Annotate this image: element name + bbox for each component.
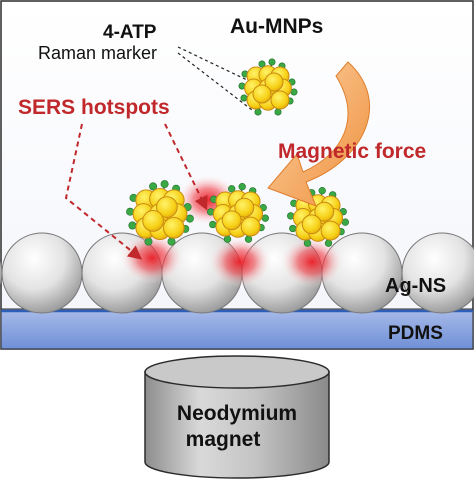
marker-dot: [289, 224, 297, 233]
marker-dot: [209, 220, 217, 229]
marker-dot: [238, 183, 246, 191]
magnetic-force-label: Magnetic force: [278, 140, 426, 163]
neodymium-magnet: Neodymium magnet: [144, 355, 330, 479]
nanospheres-label: Ag-NS: [385, 275, 446, 297]
au-mnp-cluster: [207, 183, 269, 243]
marker-dot: [240, 94, 248, 102]
ag-nanosphere: [401, 232, 474, 314]
au-particle: [240, 216, 261, 237]
magnet-label-line1: Neodymium: [177, 402, 297, 425]
marker-dot: [144, 237, 153, 246]
au-mnp-clusters: [126, 58, 349, 247]
hotspots-label: SERS hotspots: [18, 96, 170, 119]
marker-dot: [185, 214, 194, 223]
marker-caption-label: Raman marker: [38, 43, 157, 63]
au-particle: [314, 201, 335, 222]
au-particle: [264, 72, 284, 92]
marker-dot: [274, 108, 282, 116]
au-particle: [142, 210, 164, 232]
marker-dot: [167, 237, 176, 246]
marker-dot: [160, 180, 169, 189]
au-particle: [301, 214, 322, 235]
marker-dot: [324, 239, 333, 247]
marker-dot: [223, 235, 232, 243]
au-particle: [156, 196, 178, 218]
marker-dot: [290, 88, 298, 96]
marker-dot: [303, 239, 312, 247]
marker-name-label: 4-ATP: [103, 22, 157, 43]
marker-dot: [254, 108, 262, 116]
hotspot-glow: [120, 232, 184, 284]
raman-marker-leader-1: [177, 46, 248, 81]
magnet-label-line2: magnet: [186, 428, 261, 451]
pdms-layer: [0, 308, 474, 350]
marker-dot: [128, 221, 137, 230]
hotspot-glow: [208, 236, 272, 288]
hotspot-arrow-right: [164, 123, 208, 211]
au-particle: [221, 210, 242, 231]
hotspot-arrow-left: [64, 123, 143, 260]
hotspot-glow: [280, 236, 344, 288]
au-particle: [234, 197, 255, 218]
marker-dot: [258, 60, 266, 68]
marker-dot: [244, 235, 253, 243]
magnetic-force-arrow: [267, 61, 371, 207]
au-particle: [320, 220, 341, 241]
au-particle: [252, 84, 272, 104]
ag-nanosphere: [1, 232, 83, 314]
nanoparticles-label: Au-MNPs: [230, 15, 323, 38]
marker-dot: [149, 182, 158, 191]
marker-dot: [268, 58, 276, 66]
au-mnp-cluster: [238, 58, 298, 116]
au-mnp-cluster: [126, 180, 194, 246]
au-particle: [270, 90, 290, 110]
marker-dot: [341, 218, 349, 226]
substrate-label: PDMS: [388, 323, 443, 344]
marker-dot: [318, 187, 326, 195]
marker-dot: [228, 185, 236, 193]
au-particle: [162, 216, 185, 239]
marker-dot: [261, 214, 269, 222]
